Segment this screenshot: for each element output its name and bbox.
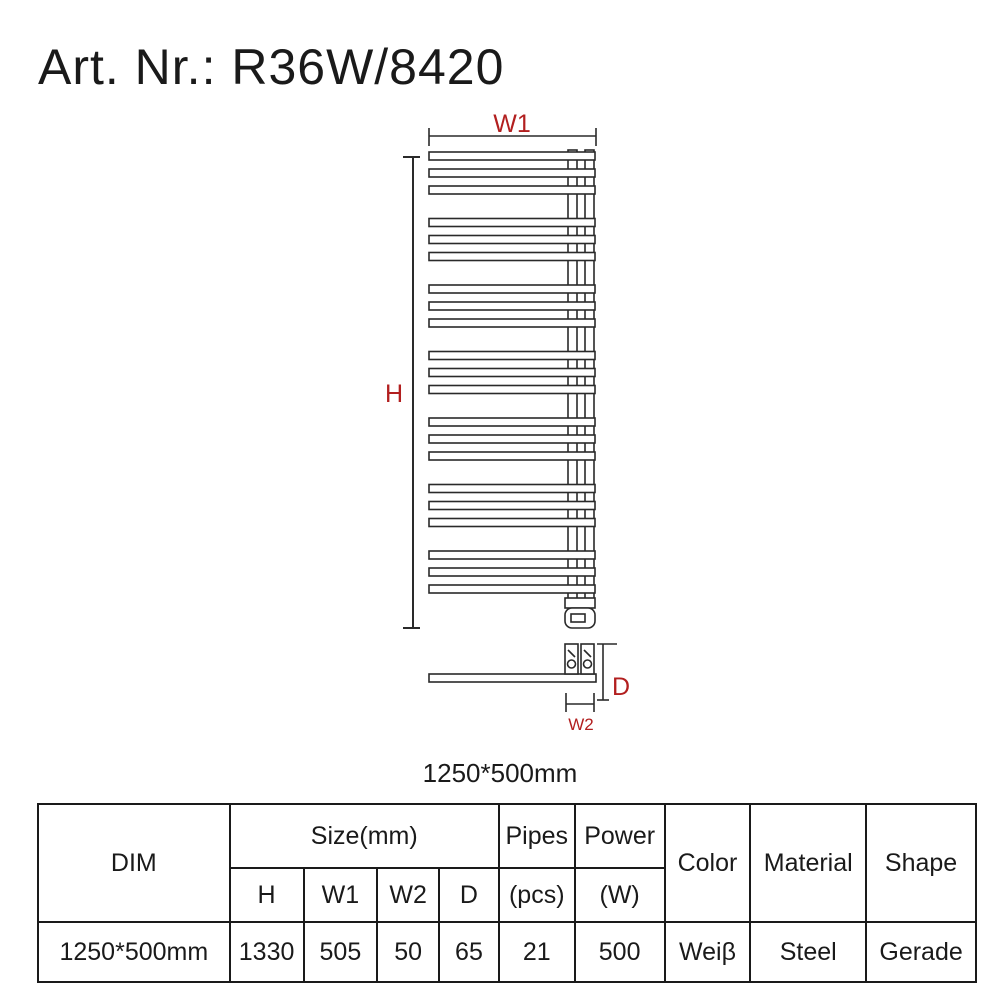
- side-view-connector-left: [564, 643, 579, 675]
- towel-bar: [428, 284, 596, 294]
- towel-bar: [428, 185, 596, 195]
- w1-label: W1: [493, 110, 531, 138]
- valve-body: [564, 597, 596, 609]
- towel-bar: [428, 434, 596, 444]
- w1-subheader: W1: [302, 867, 379, 923]
- towel-bar: [428, 217, 596, 228]
- side-view-bolt-right: [582, 659, 593, 669]
- towel-bar: [428, 234, 596, 245]
- towel-bar: [428, 301, 596, 311]
- w2-value: 50: [376, 921, 441, 983]
- d-label: D: [612, 673, 630, 701]
- side-view-bolt-left: [566, 659, 577, 669]
- pipes-header: Pipes: [497, 803, 576, 869]
- side-view-hatch-left: [567, 649, 576, 658]
- side-view-hatch-right: [583, 649, 592, 658]
- towel-bar: [428, 567, 596, 577]
- h-label: H: [385, 380, 403, 408]
- towel-bar: [428, 350, 596, 361]
- radiator-technical-drawing: W1 H D W2: [385, 110, 630, 734]
- dim-header: DIM: [37, 803, 231, 923]
- towel-bar: [428, 384, 596, 395]
- material-header: Material: [749, 803, 868, 923]
- side-view-connector-right: [580, 643, 595, 675]
- specification-table: DIM Size(mm) Pipes Power Color Material …: [37, 803, 977, 983]
- towel-bar: [428, 451, 596, 461]
- towel-bar: [428, 151, 596, 161]
- d-subheader: D: [438, 867, 500, 923]
- dim-value: 1250*500mm: [37, 921, 231, 983]
- d-value: 65: [438, 921, 500, 983]
- towel-bar: [428, 367, 596, 378]
- w2-label: W2: [568, 715, 594, 734]
- towel-bar: [428, 251, 596, 262]
- shape-value: Gerade: [865, 921, 977, 983]
- size-header: Size(mm): [228, 803, 500, 869]
- heating-element-inner: [570, 613, 586, 623]
- pipes-value: 21: [497, 921, 576, 983]
- pipes-unit: (pcs): [497, 867, 576, 923]
- power-header: Power: [573, 803, 666, 869]
- power-unit: (W): [573, 867, 666, 923]
- material-value: Steel: [749, 921, 868, 983]
- side-view-bar: [428, 673, 597, 683]
- towel-bar: [428, 517, 596, 528]
- shape-header: Shape: [865, 803, 977, 923]
- towel-bar: [428, 550, 596, 560]
- towel-bar: [428, 318, 596, 328]
- color-value: Weiβ: [663, 921, 752, 983]
- towel-bars-group: [428, 151, 596, 594]
- h-value: 1330: [228, 921, 305, 983]
- size-subtitle: 1250*500mm: [422, 758, 578, 788]
- w1-value: 505: [302, 921, 379, 983]
- w2-subheader: W2: [376, 867, 441, 923]
- color-header: Color: [663, 803, 752, 923]
- towel-bar: [428, 417, 596, 427]
- towel-bar: [428, 584, 596, 594]
- towel-bar: [428, 168, 596, 178]
- power-value: 500: [573, 921, 666, 983]
- table-row: 1250*500mm 1330 505 50 65 21 500 Weiβ St…: [37, 921, 977, 983]
- article-number-title: Art. Nr.: R36W/8420: [38, 39, 505, 95]
- towel-bar: [428, 483, 596, 494]
- h-subheader: H: [228, 867, 305, 923]
- towel-bar: [428, 500, 596, 511]
